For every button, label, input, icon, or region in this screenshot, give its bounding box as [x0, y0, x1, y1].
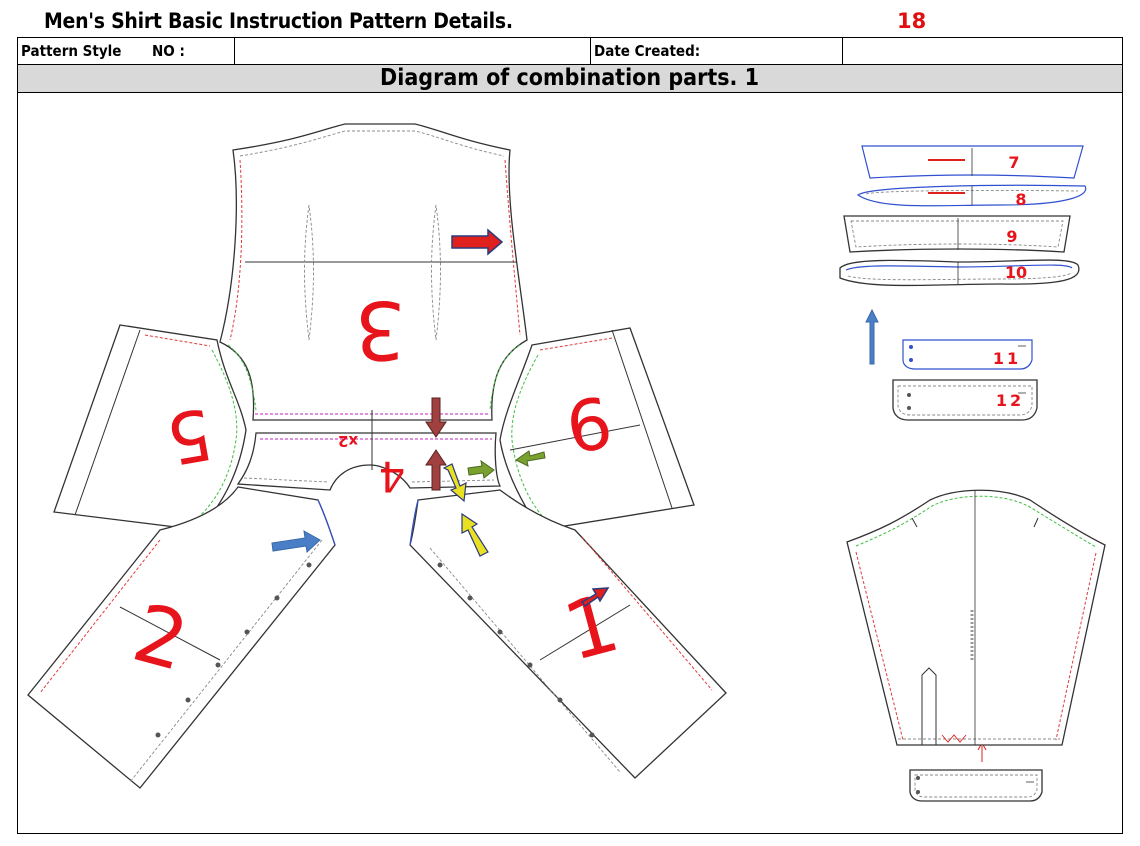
piece-7-collar-band: 7 — [861, 145, 1084, 179]
sleeve-piece — [846, 489, 1106, 746]
piece-11-cuff: 11 — [902, 339, 1033, 370]
piece-4-number: 4 — [379, 452, 406, 501]
piece-12-cuff: 12 — [892, 379, 1038, 421]
arrow-maroon-down — [425, 397, 447, 438]
piece-6: 6 — [499, 327, 695, 531]
piece-12-number: 12 — [996, 391, 1024, 410]
piece-9-number: 9 — [1006, 227, 1017, 246]
pattern-style-cell: Pattern Style NO : — [18, 38, 235, 64]
arrows — [271, 228, 987, 762]
section-title: Diagram of combination parts. 1 — [380, 65, 760, 91]
sleeve-cuff — [909, 769, 1043, 802]
pattern-style-label: Pattern Style — [21, 42, 122, 60]
date-created-cell: Date Created: — [591, 38, 843, 64]
piece-9-collar: 9 — [843, 215, 1071, 253]
document-title: Men's Shirt Basic Instruction Pattern De… — [44, 9, 513, 33]
arrow-blue-up-collar — [865, 308, 879, 365]
piece-4-quantity: x2 — [338, 432, 358, 450]
no-label: NO : — [151, 42, 185, 60]
piece-10-collar: 10 — [839, 259, 1080, 287]
piece-8-collar-band: 8 — [856, 184, 1087, 209]
piece-3-number: 3 — [355, 283, 406, 376]
arrow-green-left — [515, 450, 546, 467]
section-title-bar: Diagram of combination parts. 1 — [17, 64, 1123, 93]
arrow-red-right-front — [580, 587, 610, 608]
date-created-label: Date Created: — [594, 42, 701, 60]
piece-2-left-front: 2 — [27, 486, 336, 789]
diagram-frame — [17, 92, 1123, 834]
page-number: 18 — [897, 9, 927, 33]
piece-10-number: 10 — [1005, 263, 1027, 282]
arrow-green-right — [467, 459, 495, 479]
piece-8-number: 8 — [1015, 190, 1026, 209]
arrow-yellow-up — [461, 512, 489, 557]
pattern-style-value-cell — [235, 38, 591, 64]
piece-7-number: 7 — [1008, 153, 1019, 172]
piece-5: 5 — [53, 324, 247, 531]
piece-1-right-front: 1 — [409, 489, 727, 779]
arrow-maroon-up — [425, 449, 447, 491]
arrow-red-right-top — [451, 228, 504, 256]
piece-3-back: 3 — [219, 123, 528, 421]
arrow-yellow-down — [442, 463, 467, 503]
arrow-blue-left-front — [271, 530, 321, 553]
piece-11-number: 11 — [993, 349, 1021, 368]
